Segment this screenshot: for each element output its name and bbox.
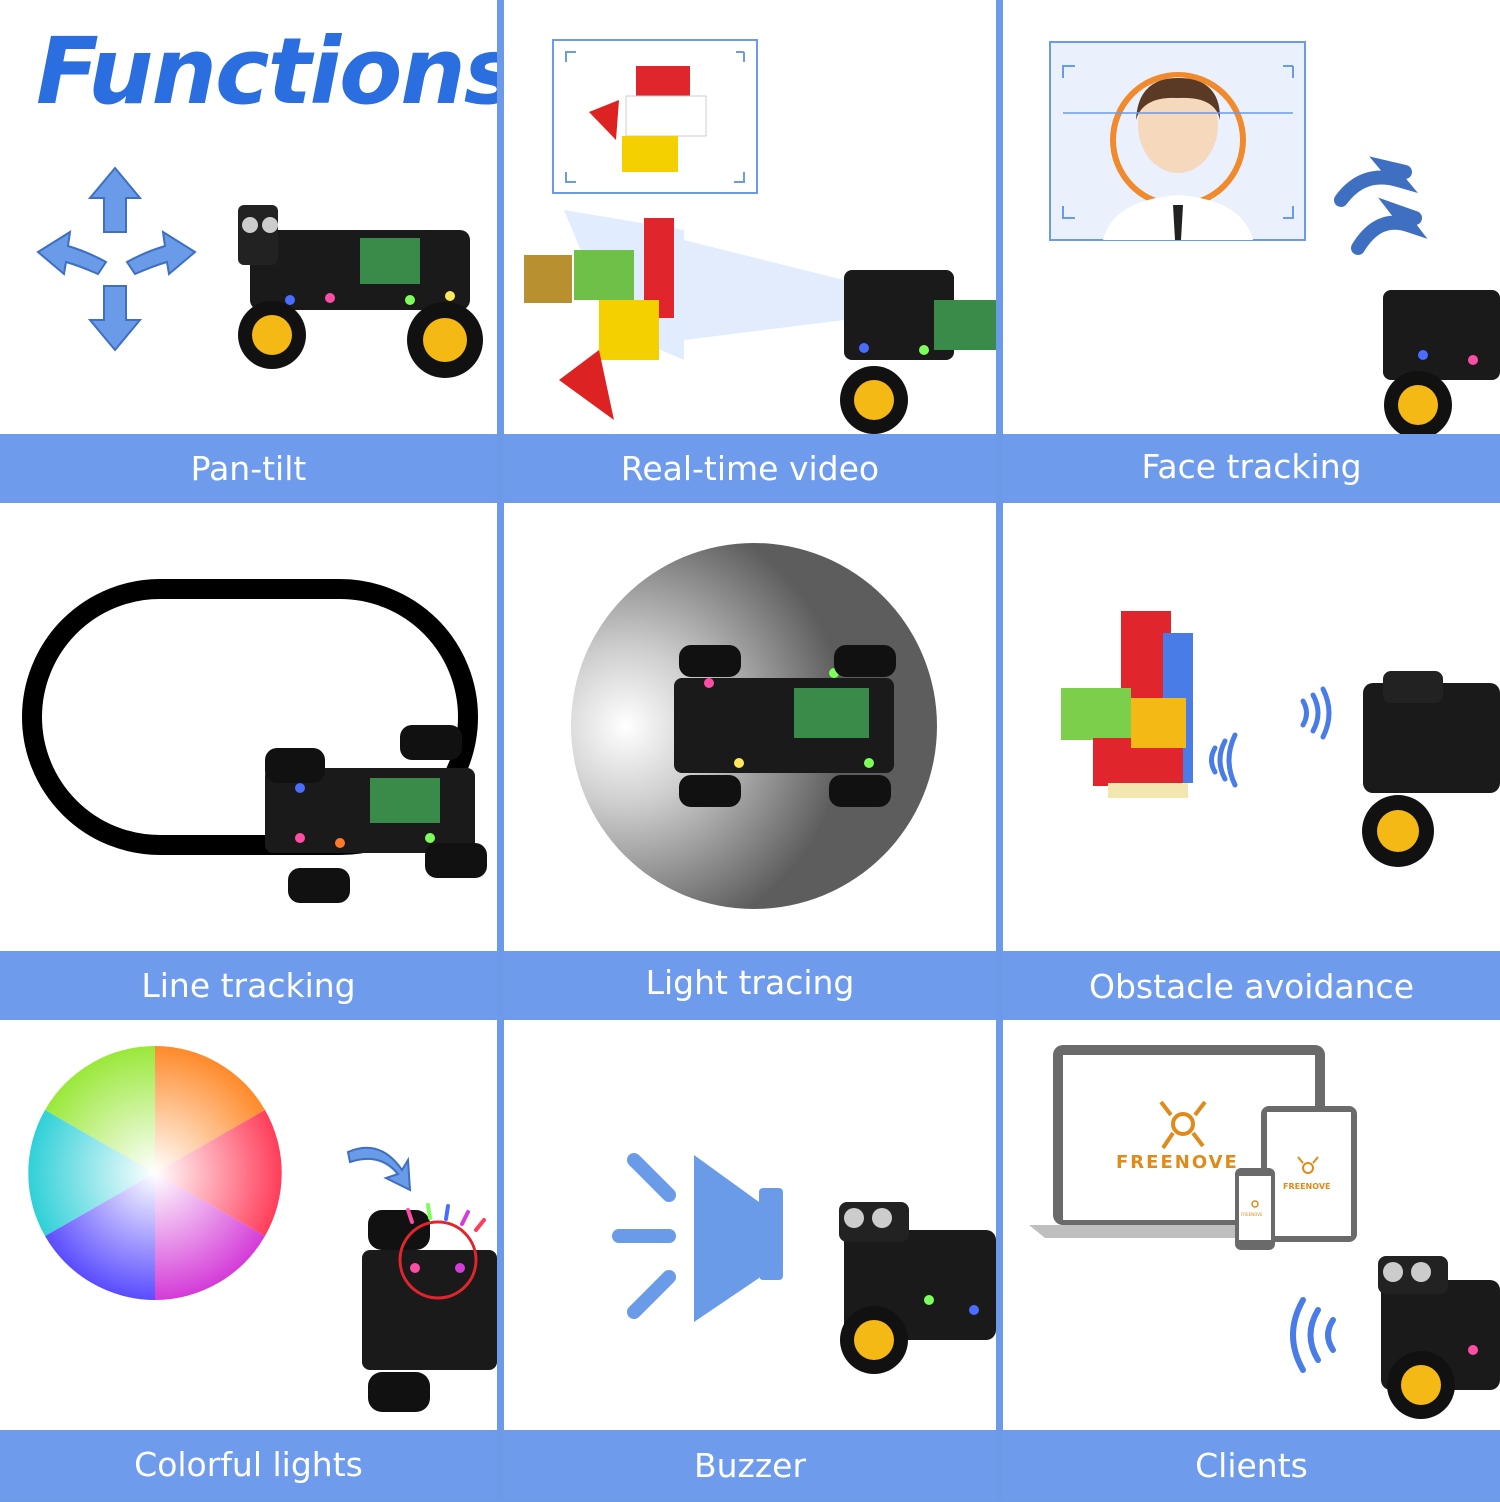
camera-frame-icon [524,39,996,434]
speaker-icon [612,1153,996,1374]
feature-label: Colorful lights [134,1445,363,1484]
brand-text-tablet: FREENOVE [1283,1182,1331,1191]
face-frame-icon [1049,41,1500,434]
tablet-icon [1261,1106,1357,1242]
feature-label: Buzzer [693,1446,807,1485]
label-bar-face-tracking: Face tracking [1003,434,1500,503]
feature-label: Light tracing [645,963,855,1002]
cell-face-tracking [1003,0,1500,434]
label-bar-clients: Clients [1003,1430,1500,1500]
label-bar-light-tracing: Light tracing [504,951,996,1020]
label-bar-real-time-video: Real-time video [504,434,996,503]
cell-obstacle-avoidance [1003,503,1500,951]
cell-pan-tilt: Functions [0,0,497,434]
wifi-signal-icon [1290,1256,1500,1419]
feature-label: Clients [1195,1446,1308,1485]
cell-clients: FREENOVE FREENOVE FREENOVE [1003,1020,1500,1430]
label-bar-line-tracking: Line tracking [0,951,497,1020]
cell-line-tracking [0,503,497,951]
light-spot-icon [571,543,937,909]
brand-text-laptop: FREENOVE [1116,1152,1239,1173]
phone-icon [1235,1168,1275,1250]
cell-light-tracing [504,503,996,951]
feature-label: Pan-tilt [190,449,307,488]
cell-colorful-lights [0,1020,497,1430]
feature-label: Face tracking [1141,447,1362,486]
track-loop-icon [22,579,487,903]
label-bar-pan-tilt: Pan-tilt [0,434,497,503]
car-robot-icon [238,205,483,378]
brand-text-phone: FREENOVE [1241,1212,1263,1217]
feature-label: Obstacle avoidance [1088,967,1415,1006]
cell-buzzer [504,1020,996,1430]
feature-label: Real-time video [620,449,880,488]
arrow-cross-icon [36,166,197,352]
feature-label: Line tracking [141,966,356,1005]
cell-real-time-video [504,0,996,434]
color-wheel-icon [28,1046,497,1412]
label-bar-colorful-lights: Colorful lights [0,1430,497,1500]
page-title: Functions [36,18,497,125]
label-bar-buzzer: Buzzer [504,1430,996,1500]
obstacle-icon [1061,611,1500,867]
label-bar-obstacle-avoidance: Obstacle avoidance [1003,951,1500,1020]
